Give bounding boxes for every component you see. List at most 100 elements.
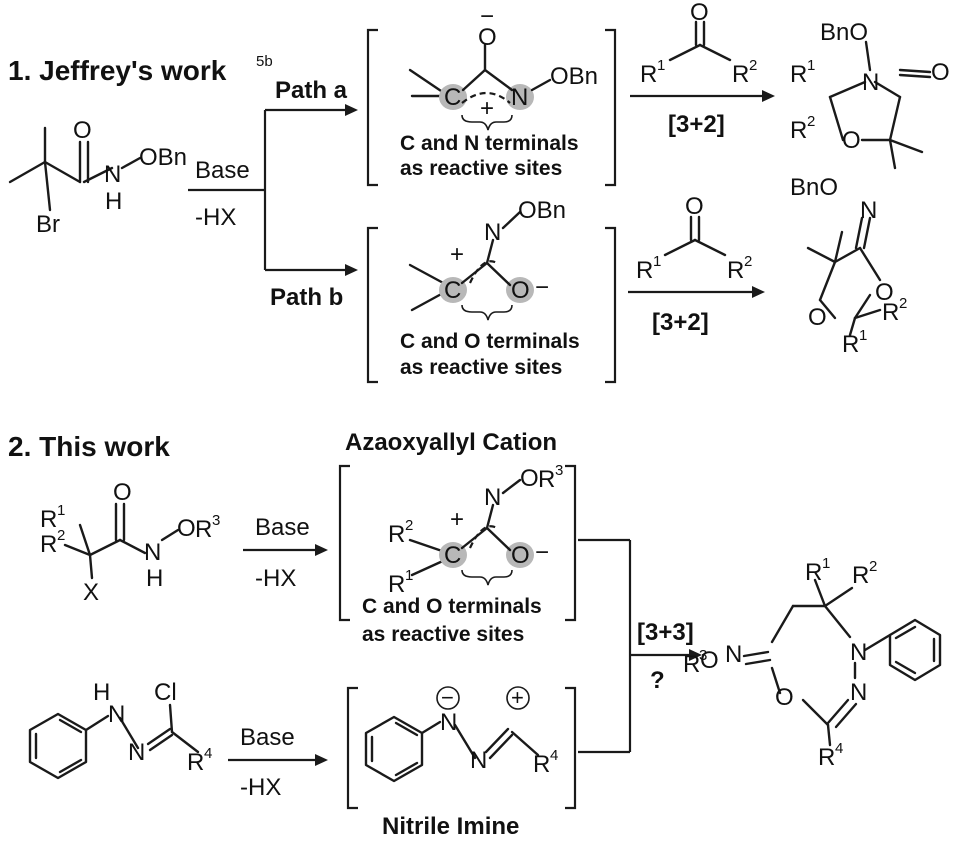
path-b-intermediate: C O − + N OBn C and O terminals as react… [366,197,617,384]
s2-note-2: as reactive sites [362,623,524,646]
svg-text:2: 2 [57,527,65,544]
path-a-n-label: N [511,84,528,111]
hcl-n1: N [108,701,125,728]
s2-or3-r: R [195,516,212,543]
hydrazonoyl-chloride: N H N Cl R 4 [28,679,212,780]
path-a-minus: − [480,3,494,30]
s2-int-r1: R [388,571,405,598]
svg-text:1: 1 [405,567,413,584]
path-b-c-label: C [444,277,461,304]
halo-hydroxamate: O N H O R 3 R 1 R 2 X [40,479,220,606]
section-1: 1. Jeffrey's work 5b O N H OBn Br Base -… [8,0,950,384]
ni-plus: + [511,685,524,710]
s2-or3-o: O [177,515,196,542]
cycloaddition-3-3: [3+3] [637,619,694,646]
s2-x: X [83,579,99,606]
path-a-product-bno: BnO [820,19,868,46]
svg-text:4: 4 [204,745,212,762]
svg-text:1: 1 [859,327,867,344]
path-a-intermediate: C N O − + OBn C and N terminals as react… [366,3,617,187]
path-a-product-o: O [931,59,950,86]
nitrile-imine-title: Nitrile Imine [382,813,519,840]
svg-text:1: 1 [57,502,65,519]
s2-int-or3-r: R [538,466,555,493]
path-b-product-n: N [860,197,877,224]
path-a-o-label: O [478,24,497,51]
svg-text:1: 1 [653,253,661,270]
svg-text:2: 2 [749,57,757,74]
s2-carbonyl-o: O [113,479,132,506]
path-b-product-r1: R [842,331,859,358]
path-a-label: Path a [275,77,348,104]
svg-text:3: 3 [699,647,707,664]
ketone-b-r2: R [727,257,744,284]
svg-text:1: 1 [657,57,665,74]
svg-text:2: 2 [899,295,907,312]
prod-or3-r: R [683,651,700,678]
carbonyl-o-label: O [73,117,92,144]
obn-label: OBn [139,144,187,171]
ketone-b-r1: R [636,257,653,284]
path-a-product-r2: R [790,117,807,144]
prod-imine-n: N [725,641,742,668]
prod-r2: R [852,562,869,589]
minus-hx-label-1: -HX [195,204,236,231]
s2-minus: − [535,539,549,566]
path-a-product: N O O BnO R 1 R 2 [790,19,950,170]
s2-amide-h: H [146,565,163,592]
bromo-hydroxamate: O N H OBn Br [8,117,187,238]
s2-int-or3-o: O [520,465,539,492]
path-a-obn: OBn [550,63,598,90]
hcl-n2: N [128,739,145,766]
path-b-label: Path b [270,284,343,311]
section-2: 2. This work Azaoxyallyl Cation O N H O … [8,429,942,840]
s2-amide-n: N [144,539,161,566]
path-b-product-r2: R [882,299,899,326]
prod-n2: N [850,679,867,706]
section-1-title-ref: 5b [256,53,273,70]
base-label-2: Base [255,514,310,541]
path-b-obn: OBn [518,197,566,224]
s2-c-label: C [444,542,461,569]
oxadiazine-product: N N O N O R 3 R 1 R 2 R 4 [683,555,942,771]
base-label-1: Base [195,157,250,184]
azaoxyallyl-intermediate: C O − + N O R 3 R 2 R 1 C and O terminal… [338,462,577,646]
path-b-product: N BnO O O R 2 R 1 [790,174,907,358]
hcl-h: H [93,679,110,706]
svg-text:1: 1 [822,555,830,572]
path-a-product-n: N [862,69,879,96]
path-b-plus: + [450,241,464,268]
svg-text:1: 1 [807,57,815,74]
svg-text:4: 4 [835,740,843,757]
azaoxyallyl-title: Azaoxyallyl Cation [345,429,557,456]
ni-n2: N [470,747,487,774]
path-b-product-bno: BnO [790,174,838,201]
nitrile-imine-intermediate: − + N N R 4 Nitrile Imine [346,685,577,840]
path-a-product-r1: R [790,61,807,88]
path-b-product-o1: O [875,279,894,306]
path-b-ketone-arrow: O R 1 R 2 [3+2] [628,193,765,336]
section-1-title: 1. Jeffrey's work [8,55,227,86]
s2-int-r2: R [388,521,405,548]
s2-r1: R [40,506,57,533]
base-label-3: Base [240,724,295,751]
amide-n-label: N [104,161,121,188]
minus-hx-label-2: -HX [255,565,296,592]
path-b-o-label: O [511,277,530,304]
svg-text:2: 2 [807,113,815,130]
hcl-r4: R [187,749,204,776]
question-mark: ? [650,667,665,694]
s2-n-label: N [484,484,501,511]
svg-text:2: 2 [405,517,413,534]
prod-r4: R [818,744,835,771]
path-a-note-2: as reactive sites [400,157,562,180]
path-b-product-o2: O [808,304,827,331]
section-2-title: 2. This work [8,431,170,462]
minus-hx-label-3: -HX [240,774,281,801]
path-b-note-1: C and O terminals [400,330,580,353]
amide-h-label: H [105,188,122,215]
ketone-b-o: O [685,193,704,220]
path-a-ketone-arrow: O R 1 R 2 [3+2] [630,0,775,138]
svg-text:3: 3 [555,462,563,479]
